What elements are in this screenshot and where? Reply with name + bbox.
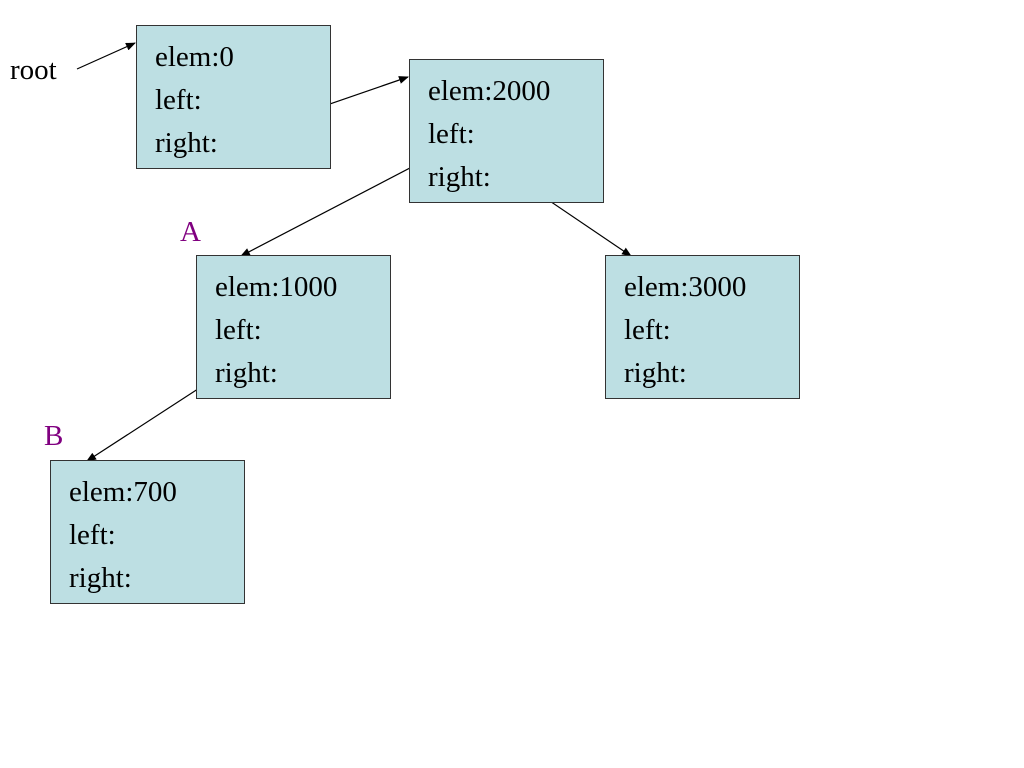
node-left-field: left:: [624, 314, 671, 346]
tree-node-700: elem:700 left: right:: [50, 460, 245, 604]
node-elem-field: elem:2000: [428, 75, 551, 107]
node-left-field: left:: [155, 84, 202, 116]
node-left-field: left:: [69, 519, 116, 551]
root-label: root: [10, 54, 57, 86]
marker-a-label: A: [180, 216, 201, 248]
node-right-field: right:: [69, 562, 132, 594]
node-right-field: right:: [428, 161, 491, 193]
node-left-field: left:: [428, 118, 475, 150]
root-pointer-arrow: [76, 42, 136, 70]
node-right-field: right:: [215, 357, 278, 389]
node-elem-field: elem:0: [155, 41, 234, 73]
node-elem-field: elem:700: [69, 476, 177, 508]
node-elem-field: elem:3000: [624, 271, 747, 303]
tree-node-2000: elem:2000 left: right:: [409, 59, 604, 203]
tree-node-3000: elem:3000 left: right:: [605, 255, 800, 399]
node-right-field: right:: [155, 127, 218, 159]
tree-node-0: elem:0 left: right:: [136, 25, 331, 169]
tree-node-1000: elem:1000 left: right:: [196, 255, 391, 399]
node-left-field: left:: [215, 314, 262, 346]
node-right-field: right:: [624, 357, 687, 389]
marker-b-label: B: [44, 420, 64, 452]
node-elem-field: elem:1000: [215, 271, 338, 303]
